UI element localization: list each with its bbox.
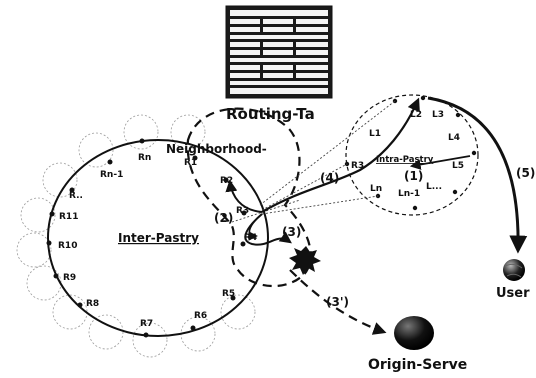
node-label-r10: R10 xyxy=(58,241,77,251)
user-label: User xyxy=(496,286,530,301)
node-label-l-dots: L... xyxy=(426,182,442,192)
origin-server-label: Origin-Serve xyxy=(368,357,467,373)
step-1-label: (1) xyxy=(404,169,423,183)
neighborhood-label: Neighborhood- xyxy=(166,142,267,156)
step-2-label: (2) xyxy=(214,211,233,225)
node-label-l5: L5 xyxy=(452,161,464,171)
origin-server-icon xyxy=(394,316,434,350)
node-label-r11: R11 xyxy=(59,212,78,222)
node-label-ln-1: Ln-1 xyxy=(398,189,420,199)
node-label-ln: Ln xyxy=(370,184,382,194)
node-label-l1: L1 xyxy=(369,129,381,139)
routing-table-label: Routing-Ta xyxy=(226,105,315,123)
cluster-circle xyxy=(27,266,61,300)
step-3-label: (3) xyxy=(282,225,301,239)
failure-burst-icon xyxy=(289,246,321,275)
cluster-circle xyxy=(89,315,123,349)
step-3prime-label: (3') xyxy=(326,295,349,309)
node-label-r7: R7 xyxy=(140,319,153,329)
step-5-label: (5) xyxy=(516,166,535,180)
node-label-r-dots: R.. xyxy=(69,191,83,201)
cluster-circle xyxy=(53,295,87,329)
node-label-rn: Rn xyxy=(138,153,151,163)
cluster-circle xyxy=(221,295,255,329)
routing-table-image xyxy=(226,6,332,98)
node-label-r9: R9 xyxy=(63,273,76,283)
node-label-r6: R6 xyxy=(194,311,207,321)
node-label-r5: R5 xyxy=(222,289,235,299)
node-label-l4: L4 xyxy=(448,133,460,143)
cluster-circle xyxy=(17,233,51,267)
inter-pastry-label: Inter-Pastry xyxy=(118,231,199,245)
node-label-l3: L3 xyxy=(432,110,444,120)
step-4-label: (4) xyxy=(320,171,339,185)
user-globe-icon xyxy=(503,259,525,281)
node-label-rn-1: Rn-1 xyxy=(100,170,123,180)
node-label-r8: R8 xyxy=(86,299,99,309)
cluster-circle xyxy=(181,317,215,351)
step-5-arrow xyxy=(428,98,518,250)
